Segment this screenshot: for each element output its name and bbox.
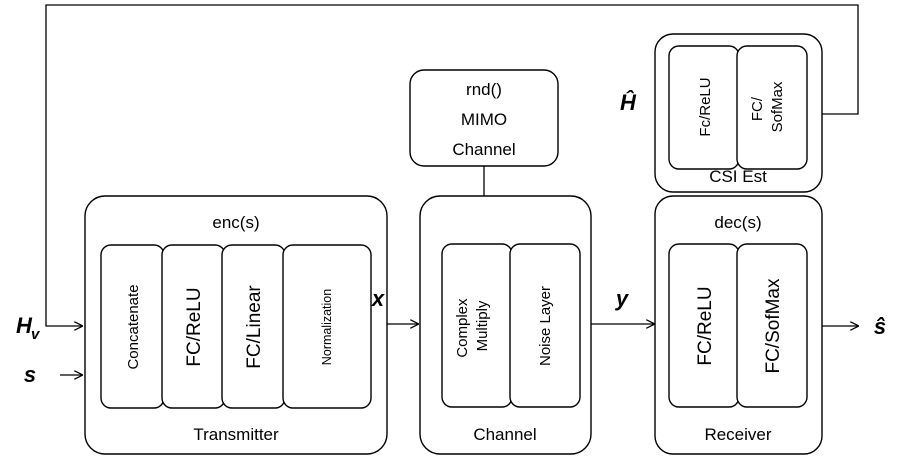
transmitter-title: enc(s) [212, 213, 259, 232]
input-s: s [24, 362, 82, 387]
receiver-caption: Receiver [704, 425, 771, 444]
noise-layer [509, 243, 581, 408]
mimo-line-1: rnd() [466, 80, 502, 99]
csi-fc-sofmax-layer [736, 45, 808, 170]
csi-est-caption: CSI Est [709, 167, 767, 186]
rx-fc-sofmax-layer [736, 243, 808, 408]
normalization-layer [282, 244, 372, 409]
noise-layer-label: Noise Layer [537, 286, 554, 366]
channel-caption: Channel [473, 425, 536, 444]
h-hat-symbol: Ĥ [620, 90, 637, 115]
s-hat-symbol: ŝ [874, 314, 886, 339]
hv-symbol: H [16, 313, 33, 338]
concatenate-label: Concatenate [125, 284, 142, 369]
mimo-line-3: Channel [452, 140, 515, 159]
csi-fc-relu-label: Fc/ReLU [697, 77, 714, 136]
receiver-title: dec(s) [714, 213, 761, 232]
x-symbol: x [371, 286, 385, 311]
fc-linear-label: FC/Linear [244, 285, 265, 369]
mimo-line-2: MIMO [461, 110, 507, 129]
input-hv: H v [16, 313, 41, 343]
transmitter-caption: Transmitter [193, 425, 279, 444]
y-symbol: y [615, 286, 630, 311]
feedback-wire [45, 4, 859, 326]
channel-block: Channel Complex Multiply Noise Layer [419, 195, 592, 455]
normalization-label: Normalization [320, 289, 334, 365]
rx-fc-sofmax-label: FC/SofMax [763, 278, 784, 374]
receiver-block: dec(s) Receiver FC/ReLU FC/SofMax [654, 195, 823, 455]
transmitter-block: enc(s) Transmitter Concatenate FC/ReLU F… [84, 195, 388, 455]
fc-relu-label: FC/ReLU [184, 287, 205, 366]
csi-fc-sofmax-label: FC/ SofMax [749, 81, 786, 132]
mimo-channel-block: rnd() MIMO Channel [409, 69, 559, 167]
hv-subscript: v [31, 326, 41, 343]
csi-est-block: CSI Est Fc/ReLU FC/ SofMax [654, 33, 823, 193]
s-input-symbol: s [24, 362, 36, 387]
complex-multiply-label: Complex Multiply [454, 294, 491, 357]
rx-fc-relu-label: FC/ReLU [695, 286, 716, 365]
